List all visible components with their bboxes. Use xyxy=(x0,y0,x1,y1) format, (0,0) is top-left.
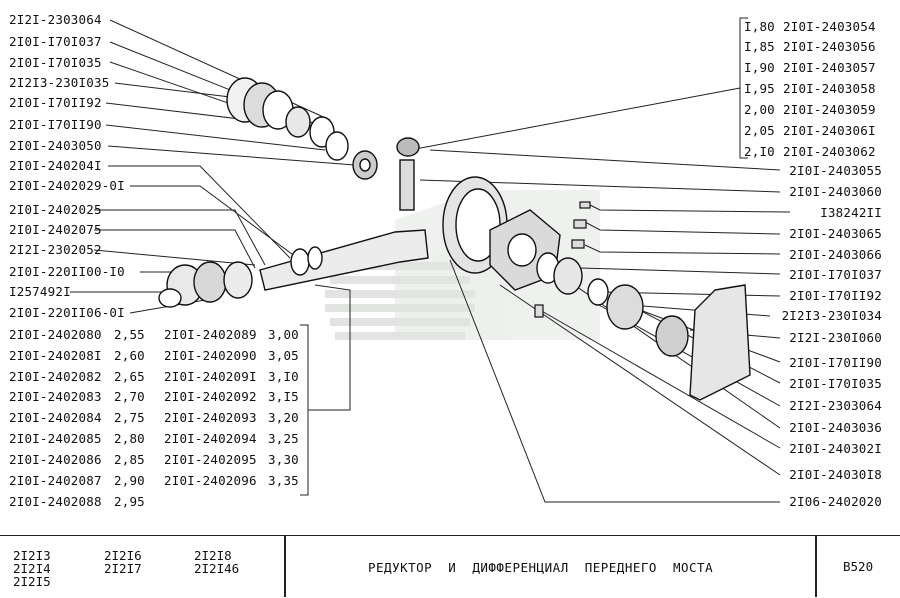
left-label: 2I2I-2302052 xyxy=(9,242,102,257)
shim-size: 3,25 xyxy=(268,431,299,446)
left-label: I257492I xyxy=(9,284,71,299)
right-label: 2I2I3-230I034 xyxy=(781,308,882,323)
right-label: 2I0I-I70I037 xyxy=(789,267,882,282)
ring-part: 2I0I-2403056 xyxy=(783,39,876,54)
shim-part: 2I0I-240209I xyxy=(164,369,257,384)
shim-size: 2,70 xyxy=(114,389,145,404)
shim-size: 3,00 xyxy=(268,327,299,342)
right-bearing-stack xyxy=(536,252,689,357)
right-label: 2I0I-2403055 xyxy=(789,163,882,178)
left-label: 2I0I-I70II92 xyxy=(9,95,102,110)
ring-size: I,90 xyxy=(744,60,775,75)
right-label: 2I2I-2303064 xyxy=(789,398,882,413)
page-code: В520 xyxy=(843,559,874,574)
left-label: 2I2I-2303064 xyxy=(9,12,102,27)
ring-part: 2I0I-2403059 xyxy=(783,102,876,117)
left-label: 2I0I-2402075 xyxy=(9,222,102,237)
drawing-title: РЕДУКТОР И ДИФФЕРЕНЦИАЛ ПЕРЕДНЕГО МОСТА xyxy=(368,560,714,575)
right-label: 2I06-2402020 xyxy=(789,494,882,509)
model-list-col3: 2I2I8 2I2I46 xyxy=(194,548,240,576)
right-label: 2I0I-I70II92 xyxy=(789,288,882,303)
left-label: 2I0I-240204I xyxy=(9,158,102,173)
shim-part: 2I0I-2402089 xyxy=(164,327,257,342)
shim-size: 2,80 xyxy=(114,431,145,446)
shim-part: 2I0I-2402086 xyxy=(9,452,102,467)
right-label: 2I0I-2403036 xyxy=(789,420,882,435)
shim-table-bracket xyxy=(300,284,351,496)
right-label: I38242II xyxy=(820,205,882,220)
right-label: 2I0I-24030I8 xyxy=(789,467,882,482)
shim-part: 2I0I-2402095 xyxy=(164,452,257,467)
title-block-divider xyxy=(815,535,817,597)
shim-size: 3,30 xyxy=(268,452,299,467)
right-label: 2I0I-240302I xyxy=(789,441,882,456)
title-block xyxy=(0,535,900,598)
shim-part: 2I0I-240208I xyxy=(9,348,102,363)
left-label: 2I0I-I70II90 xyxy=(9,117,102,132)
model-list-col2: 2I2I6 2I2I7 xyxy=(104,548,142,576)
shim-size: 3,I5 xyxy=(268,389,299,404)
exploded-parts-diagram xyxy=(70,17,791,503)
shim-size: 2,90 xyxy=(114,473,145,488)
right-label: 2I0I-2403066 xyxy=(789,247,882,262)
shim-size: 3,I0 xyxy=(268,369,299,384)
shim-size: 2,55 xyxy=(114,327,145,342)
ring-part: 2I0I-240306I xyxy=(783,123,876,138)
ring-size: I,80 xyxy=(744,19,775,34)
left-label: 2I2I3-230I035 xyxy=(9,75,110,90)
ring-size: 2,05 xyxy=(744,123,775,138)
shim-part: 2I0I-2402092 xyxy=(164,389,257,404)
ring-size: 2,I0 xyxy=(744,144,775,159)
shim-part: 2I0I-2402083 xyxy=(9,389,102,404)
shim-part: 2I0I-2402082 xyxy=(9,369,102,384)
ring-size: I,95 xyxy=(744,81,775,96)
shim-part: 2I0I-2402090 xyxy=(164,348,257,363)
output-flange-assembly xyxy=(158,261,253,308)
ring-size: I,85 xyxy=(744,39,775,54)
small-fasteners xyxy=(534,201,591,318)
shim-size: 2,75 xyxy=(114,410,145,425)
left-label: 2I0I-220II06-0I xyxy=(9,305,125,320)
left-label: 2I0I-2403050 xyxy=(9,138,102,153)
ring-part: 2I0I-2403062 xyxy=(783,144,876,159)
ring-table-bracket xyxy=(409,17,748,159)
left-label: 2I0I-220II00-I0 xyxy=(9,264,125,279)
right-label: 2I0I-2403065 xyxy=(789,226,882,241)
shim-size: 3,35 xyxy=(268,473,299,488)
shim-size: 2,65 xyxy=(114,369,145,384)
shim-part: 2I0I-2402088 xyxy=(9,494,102,509)
mounting-bracket xyxy=(689,284,751,401)
satellite-gear-top xyxy=(396,137,420,211)
right-label: 2I2I-230I060 xyxy=(789,330,882,345)
shim-size: 2,85 xyxy=(114,452,145,467)
ring-size: 2,00 xyxy=(744,102,775,117)
drive-pinion xyxy=(259,229,429,291)
shim-size: 2,95 xyxy=(114,494,145,509)
shim-size: 3,20 xyxy=(268,410,299,425)
right-label: 2I0I-I70I035 xyxy=(789,376,882,391)
shim-size: 2,60 xyxy=(114,348,145,363)
ring-part: 2I0I-2403054 xyxy=(783,19,876,34)
right-label: 2I0I-2403060 xyxy=(789,184,882,199)
shim-part: 2I0I-2402087 xyxy=(9,473,102,488)
shim-part: 2I0I-2402080 xyxy=(9,327,102,342)
right-label: 2I0I-I70II90 xyxy=(789,355,882,370)
left-label: 2I0I-I70I035 xyxy=(9,55,102,70)
ring-part: 2I0I-2403057 xyxy=(783,60,876,75)
shim-part: 2I0I-2402084 xyxy=(9,410,102,425)
left-label: 2I0I-2402025 xyxy=(9,202,102,217)
shim-part: 2I0I-2402096 xyxy=(164,473,257,488)
left-bearing-stack xyxy=(226,77,349,161)
title-block-divider xyxy=(284,535,286,597)
left-label: 2I0I-2402029-0I xyxy=(9,178,125,193)
ring-part: 2I0I-2403058 xyxy=(783,81,876,96)
shim-part: 2I0I-2402093 xyxy=(164,410,257,425)
satellite-gear-left xyxy=(352,150,378,180)
shim-size: 3,05 xyxy=(268,348,299,363)
shim-part: 2I0I-2402085 xyxy=(9,431,102,446)
left-label: 2I0I-I70I037 xyxy=(9,34,102,49)
shim-part: 2I0I-2402094 xyxy=(164,431,257,446)
model-list-col1: 2I2I3 2I2I4 2I2I5 xyxy=(13,548,51,589)
